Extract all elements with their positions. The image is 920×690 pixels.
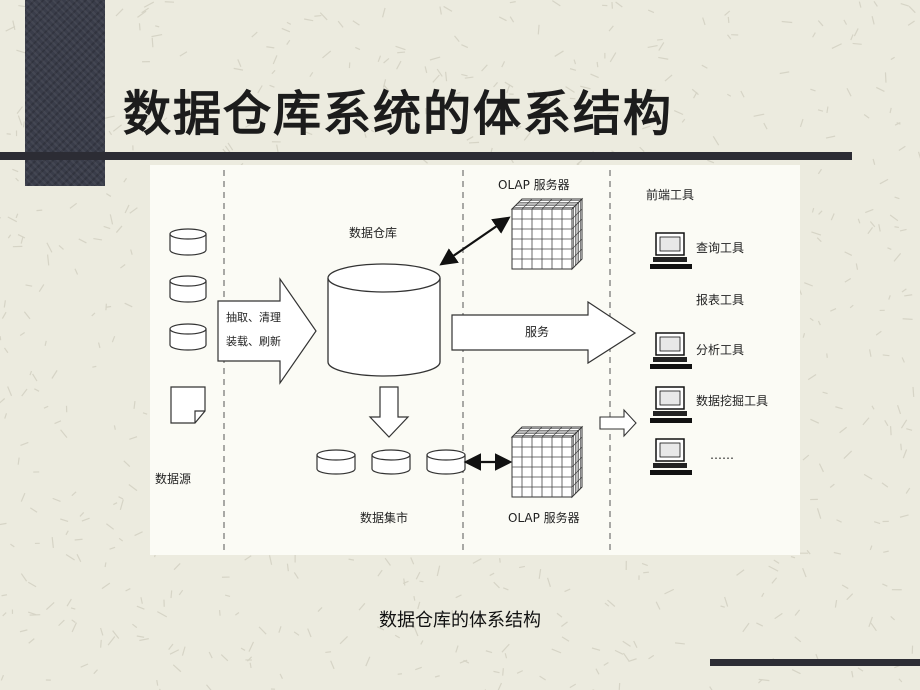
etl-label-line1: 抽取、清理: [226, 311, 281, 324]
tool-more-label: ……: [710, 448, 734, 462]
tool-mining-label: 数据挖掘工具: [696, 394, 769, 408]
data-source-cylinders: [169, 228, 207, 424]
architecture-diagram: 数据源 抽取、清理 装载、刷新 数据仓库 数据集市 OLAP 服务器 OLAP …: [150, 165, 800, 555]
computer-icon-mining: [650, 386, 692, 423]
computer-icon-analysis: [650, 332, 692, 369]
source-db-icon-2: [169, 275, 207, 303]
warehouse-cylinder-icon: [327, 263, 441, 377]
tool-analysis-label: 分析工具: [696, 343, 745, 357]
data-source-label: 数据源: [155, 472, 192, 486]
front-end-label: 前端工具: [646, 188, 695, 202]
source-db-icon-1: [169, 228, 207, 256]
bottom-divider: [710, 659, 920, 666]
data-mart-cylinders: [316, 449, 466, 475]
olap-bottom-label: OLAP 服务器: [508, 511, 580, 525]
title-divider: [0, 152, 852, 160]
slide-title: 数据仓库系统的体系结构: [123, 86, 674, 142]
computer-icon-query: [650, 232, 692, 269]
source-db-icon-3: [169, 323, 207, 351]
data-mart-label: 数据集市: [360, 511, 409, 525]
etl-label-line2: 装载、刷新: [226, 335, 281, 348]
service-label: 服务: [525, 325, 550, 339]
etl-arrow: [217, 277, 317, 385]
olap-cube-icon-top: [510, 197, 584, 271]
document-icon: [170, 386, 206, 424]
down-arrow: [368, 386, 410, 438]
tool-report-label: 报表工具: [696, 293, 745, 307]
data-mart-icon-2: [371, 449, 411, 475]
data-mart-icon-1: [316, 449, 356, 475]
computer-icon-more: [650, 438, 692, 475]
olap-top-label: OLAP 服务器: [498, 178, 570, 192]
diagram-graphics: [169, 170, 692, 550]
figure-caption: 数据仓库的体系结构: [379, 610, 541, 631]
data-mart-icon-3: [426, 449, 466, 475]
service-arrow: [451, 300, 637, 365]
olap-top-link-arrow: [439, 216, 511, 266]
warehouse-label: 数据仓库: [349, 226, 398, 240]
tool-query-label: 查询工具: [696, 241, 745, 255]
olap-cube-icon-bottom: [510, 425, 584, 499]
small-arrow: [599, 408, 637, 438]
